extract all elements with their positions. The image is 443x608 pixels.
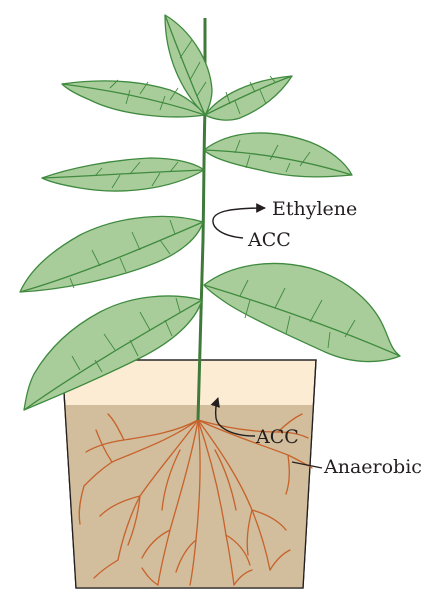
leaf-upper-right	[205, 76, 292, 120]
leaf-large-right	[204, 263, 400, 361]
leaf-large-left	[20, 216, 203, 292]
acc-root-label: ACC	[256, 428, 299, 447]
leaf-mid-right	[204, 133, 352, 177]
pot	[62, 360, 316, 588]
anaerobic-label: Anaerobic	[324, 458, 422, 477]
ethylene-label: Ethylene	[272, 200, 357, 219]
acc-stem-label: ACC	[248, 231, 291, 250]
leaf-mid-left	[42, 158, 204, 191]
